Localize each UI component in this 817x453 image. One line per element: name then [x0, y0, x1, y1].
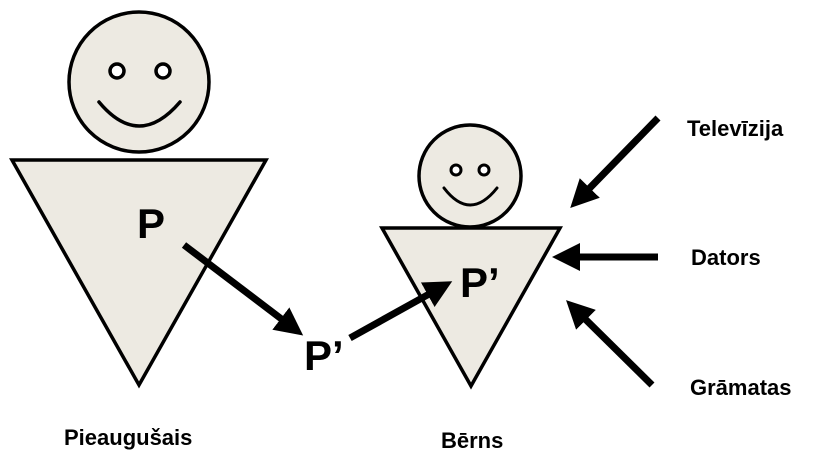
adult-head [67, 10, 211, 154]
child-label: Bērns [441, 428, 504, 453]
adult-to-transfer-arrow-icon [181, 242, 304, 336]
child-figure [379, 123, 563, 390]
child-right-eye [477, 163, 491, 177]
adult-label: Pieaugušais [64, 425, 193, 450]
adult-figure [9, 10, 269, 389]
television-arrow-icon [570, 115, 661, 209]
child-head [417, 123, 523, 229]
adult-right-eye [154, 62, 172, 80]
influence-label-television: Televīzija [687, 116, 784, 141]
books-arrow-icon [566, 300, 655, 388]
transfer-to-child-arrow-icon [348, 281, 453, 342]
child-smile [442, 186, 499, 207]
adult-symbol: P [137, 200, 166, 247]
influence-label-computer: Dators [691, 245, 761, 270]
influence-label-books: Grāmatas [690, 375, 792, 400]
adult-smile [97, 100, 182, 128]
child-left-eye [449, 163, 463, 177]
transfer-symbol: P’ [304, 332, 344, 379]
child-symbol: P’ [460, 259, 500, 306]
adult-body-triangle [9, 158, 269, 389]
adult-left-eye [108, 62, 126, 80]
